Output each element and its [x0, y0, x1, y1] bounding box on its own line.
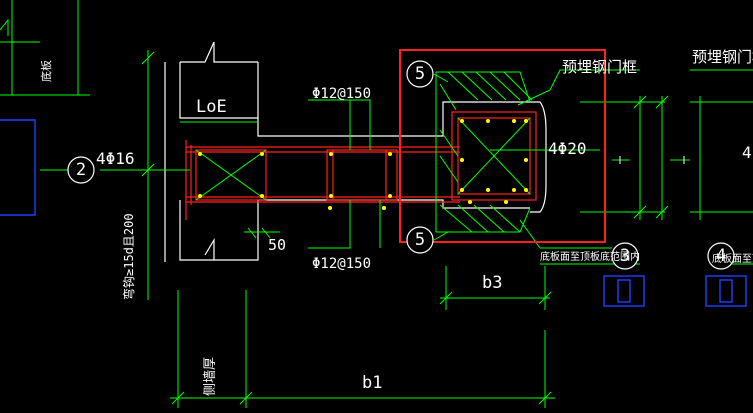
callout-4-number: 4 [716, 246, 726, 266]
concrete-outline [164, 41, 547, 262]
stirrup-bottom-label: Φ12@150 [312, 256, 371, 272]
floor-note-4: 底板面至顶 [712, 252, 753, 265]
callout-5-top-number: 5 [415, 64, 425, 84]
left-top-note: 底板 [39, 60, 53, 82]
side-wall-label: 侧墙厚 [203, 357, 218, 396]
dim-b1-label: b1 [362, 373, 382, 393]
dim-50-label: 50 [268, 236, 286, 254]
rebar-dots [198, 119, 528, 210]
callout-5-bottom[interactable] [406, 226, 434, 254]
rebar-main-label: 4Φ16 [96, 149, 135, 168]
rebar-lines [185, 111, 537, 220]
loe-label: LoE [196, 97, 227, 117]
callout-5-top[interactable] [406, 60, 434, 88]
cross-marks [195, 117, 531, 201]
floor-note-3: 底板面至顶板底范围内 [540, 250, 640, 263]
callout-2-number: 2 [76, 160, 86, 180]
callout-4[interactable] [707, 242, 735, 270]
callout-2[interactable] [67, 156, 95, 184]
right-cut-text: 4 [742, 143, 752, 162]
embedded-frame-right-label: 预埋钢门框 [692, 48, 753, 66]
callout-3[interactable] [611, 242, 639, 270]
stirrup-top-label: Φ12@150 [312, 86, 371, 102]
hatch-lines [435, 71, 533, 233]
callout-5-bottom-number: 5 [415, 230, 425, 250]
bend-note: 弯钩≥15d且200 [121, 213, 136, 300]
callout-3-number: 3 [620, 246, 630, 266]
right-dimension-ticks [619, 156, 685, 164]
blue-elements [0, 119, 747, 307]
embedded-frame-label: 预埋钢门框 [562, 58, 637, 76]
rebar-right-label: 4Φ20 [548, 139, 587, 158]
dim-b3-label: b3 [482, 273, 502, 293]
highlight-box[interactable] [399, 49, 606, 243]
